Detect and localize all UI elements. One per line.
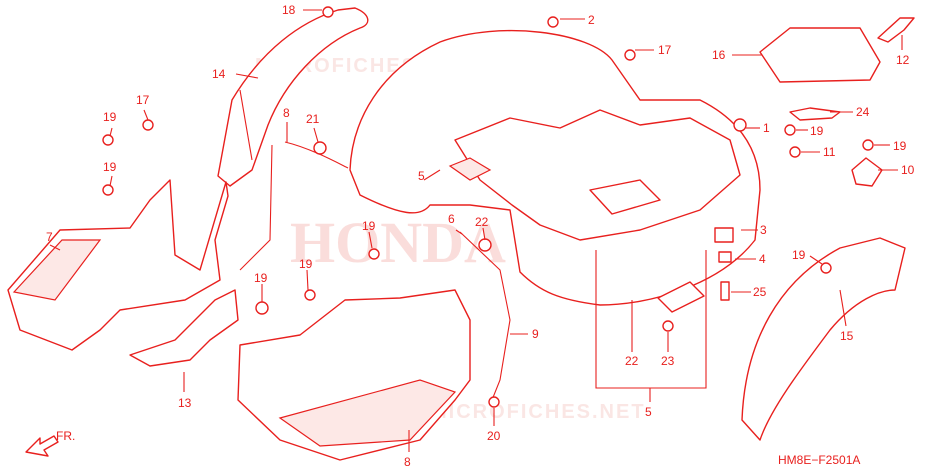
part-19-clip-center xyxy=(304,289,316,301)
leader-7 xyxy=(49,244,61,251)
callout-14: 12 xyxy=(896,53,910,67)
part-19-clip-right xyxy=(784,124,796,136)
part-11-floor-bracket xyxy=(129,289,239,367)
leader-17a xyxy=(143,109,149,121)
watermark-honda: HONDA xyxy=(290,210,506,275)
part-23-washer xyxy=(662,320,674,332)
part-15-left-fender-mud-guard xyxy=(217,7,369,187)
callout-5: 5 xyxy=(645,405,652,419)
part-3-rubber-mount xyxy=(714,227,734,243)
callout-4: 4 xyxy=(759,252,766,266)
part-25-bolt xyxy=(720,281,730,301)
callout-11: 13 xyxy=(178,396,192,410)
diagram-code: HM8E−F2501A xyxy=(778,453,860,467)
left-floorboard-step-grip xyxy=(12,239,102,301)
callout-15: 14 xyxy=(212,67,226,81)
part-17-screw-left xyxy=(142,119,154,131)
part-16-tool-box-lid xyxy=(759,27,881,83)
leader-19b xyxy=(809,255,823,265)
part-14-latch-clip xyxy=(877,17,915,43)
callout-18: 17 xyxy=(658,43,672,57)
callout-13: 11 xyxy=(823,145,836,159)
leader-19e xyxy=(109,127,113,137)
rear-fender-inner-panel xyxy=(454,109,741,241)
leader-17b xyxy=(368,231,373,249)
callout-10: 9 xyxy=(532,327,539,341)
callout-8: 8 xyxy=(404,455,411,469)
callout-19: 19 xyxy=(103,160,117,174)
callout-17: 17 xyxy=(136,93,150,107)
callout-23: 23 xyxy=(661,354,675,368)
part-7-left-floorboard xyxy=(7,179,229,351)
part-9-rod xyxy=(284,141,349,169)
part-2-cap xyxy=(547,16,559,28)
leader-15b xyxy=(839,289,847,327)
callout-24: 24 xyxy=(856,105,870,119)
leader-15a xyxy=(235,73,259,79)
callout-12: 10 xyxy=(901,163,915,177)
callout-15: 15 xyxy=(840,329,854,343)
front-label: FR. xyxy=(56,429,75,443)
leader-6 xyxy=(455,229,463,235)
callout-5: 5 xyxy=(418,169,425,183)
leader-19f xyxy=(109,175,113,187)
part-22-bolt-upper xyxy=(313,141,327,155)
part-12-stay xyxy=(851,157,883,187)
part-21-plate xyxy=(657,281,705,313)
callout-21: 22 xyxy=(625,354,639,368)
part-9-stay-line xyxy=(239,144,273,271)
right-floorboard-step-grip xyxy=(278,379,457,447)
part-17-screw-center xyxy=(368,248,380,260)
part-19-clip-mudguard xyxy=(820,262,832,274)
leader-5-group xyxy=(595,250,707,389)
fender-tool-box-lid-recess xyxy=(589,179,661,215)
callout-1: 1 xyxy=(763,121,770,135)
callout-19: 20 xyxy=(487,429,501,443)
part-22-bolt-lower xyxy=(478,238,492,252)
callout-16: 16 xyxy=(712,48,726,62)
callout-6: 6 xyxy=(448,212,455,226)
callout-19: 19 xyxy=(103,110,117,124)
callout-7: 7 xyxy=(46,230,53,244)
callout-19: 19 xyxy=(792,248,806,262)
callout-20: 19 xyxy=(254,271,268,285)
callout-9: 8 xyxy=(283,106,290,120)
callout-19: 19 xyxy=(893,139,907,153)
part-1-grommet xyxy=(733,118,747,132)
part-18-clip xyxy=(624,49,636,61)
front-direction-arrow-icon xyxy=(25,435,59,457)
fender-grille-pad xyxy=(448,157,492,181)
part-19-clip-bottom xyxy=(488,396,500,408)
leader-22b xyxy=(482,227,486,241)
leader-5a xyxy=(423,169,441,181)
part-19-clip-far-right xyxy=(862,139,874,151)
callout-25: 25 xyxy=(753,285,767,299)
part-19-clip-left-a xyxy=(102,134,114,146)
callout-22: 22 xyxy=(475,215,489,229)
callout-19: 19 xyxy=(299,257,313,271)
part-20-bolt xyxy=(255,301,269,315)
leader-22a xyxy=(313,127,319,143)
callout-17: 19 xyxy=(362,219,376,233)
watermark-site-bottom: MICROFICHES.NET xyxy=(430,401,646,423)
part-15-edge-line xyxy=(239,89,253,161)
callout-22: 21 xyxy=(306,112,320,126)
part-4-collar xyxy=(718,251,732,263)
part-19-clip-left-b xyxy=(102,184,114,196)
part-19-clip-top xyxy=(322,6,334,18)
callout-3: 3 xyxy=(760,223,767,237)
leader-19g xyxy=(306,269,309,291)
callout-19: 19 xyxy=(810,124,824,138)
part-15-right-fender-mud-guard xyxy=(741,237,906,441)
callout-2: 2 xyxy=(588,13,595,27)
part-10-rod xyxy=(459,231,511,401)
part-24-bracket xyxy=(789,107,841,121)
callout-19: 18 xyxy=(282,3,296,17)
part-13-nut xyxy=(789,146,801,158)
